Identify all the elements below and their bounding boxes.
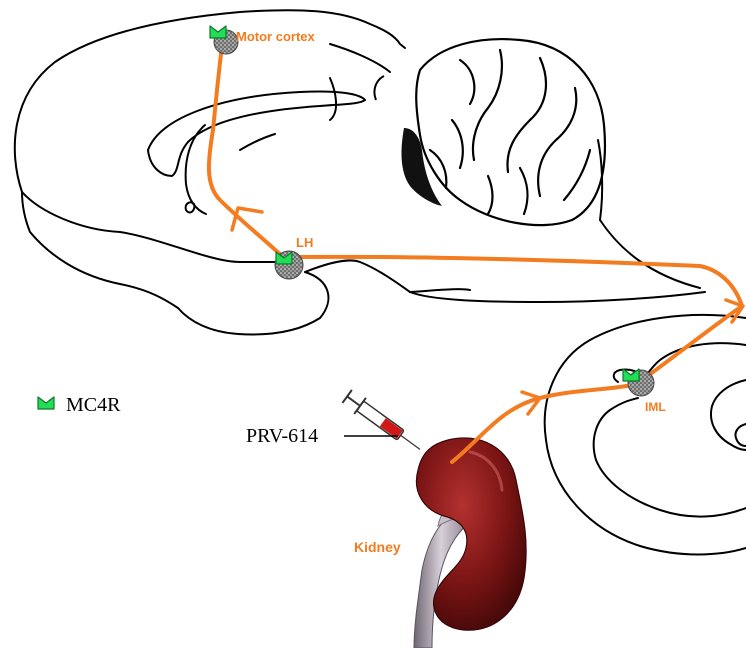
kidney-illustration <box>414 438 526 648</box>
cerebellum <box>416 39 605 225</box>
pathway-lh-to-motor-cortex <box>209 46 284 258</box>
syringe-plunger <box>347 396 360 405</box>
iml-label: IML <box>645 400 666 414</box>
legend: MC4R <box>38 394 121 416</box>
syringe-needle <box>401 435 420 449</box>
syringe-handle <box>342 390 351 403</box>
legend-label: MC4R <box>66 394 121 416</box>
brain-sagittal-outline <box>15 10 705 334</box>
mc4r-receptor-icon <box>210 26 226 38</box>
injection-label: PRV-614 <box>246 425 318 447</box>
kidney-label: Kidney <box>354 539 401 555</box>
mc4r-legend-icon <box>38 397 54 409</box>
kidney <box>416 438 526 630</box>
syringe-icon <box>341 388 426 457</box>
motor-cortex-label: Motor cortex <box>236 29 316 44</box>
lh-label: LH <box>296 235 313 250</box>
cerebral-aqueduct <box>374 76 384 100</box>
spinal-cord-cross-section <box>545 315 746 555</box>
